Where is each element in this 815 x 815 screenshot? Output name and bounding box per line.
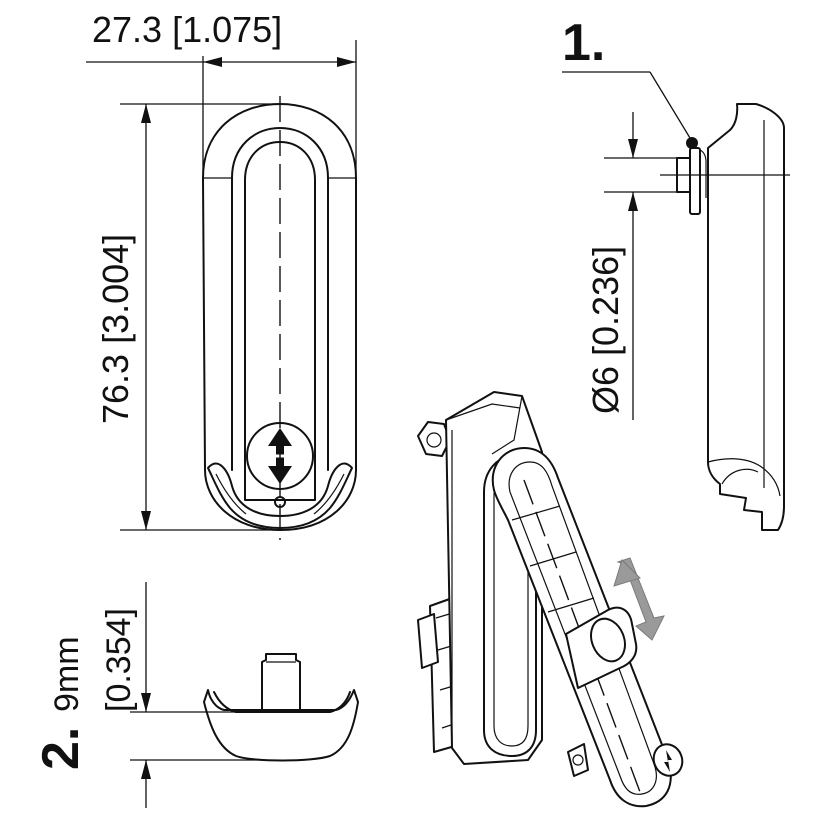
pin-head: [686, 137, 698, 149]
depth-dimension: 9mm [0.354]: [48, 608, 138, 712]
pin-body: [676, 157, 691, 193]
depth-mm-label: 9mm: [48, 636, 86, 712]
front-view: [202, 96, 357, 540]
width-dimension-label: 27.3 [1.075]: [92, 9, 282, 50]
section-stem: [261, 653, 301, 713]
diameter-dimension-label: Ø6 [0.236]: [585, 246, 626, 414]
height-dimension: 76.3 [3.004]: [95, 103, 278, 531]
mounting-plate: [689, 147, 701, 215]
isometric-view: [417, 391, 684, 808]
section-view: [130, 582, 359, 808]
callout-1: 1.: [562, 14, 691, 139]
height-dimension-label: 76.3 [3.004]: [95, 234, 136, 424]
handle-inner-rim: [231, 127, 329, 471]
handle-bottom-lip: [207, 462, 353, 529]
handle-recess: [244, 141, 316, 501]
side-view: [604, 103, 790, 531]
callout-1-label: 1.: [562, 14, 605, 72]
callout-2-label: 2.: [32, 727, 90, 770]
depth-in-label: [0.354]: [100, 608, 138, 712]
side-profile-outline: [707, 103, 785, 531]
diameter-dimension: Ø6 [0.236]: [585, 112, 638, 420]
width-dimension: 27.3 [1.075]: [86, 9, 357, 175]
section-cap: [203, 689, 359, 762]
